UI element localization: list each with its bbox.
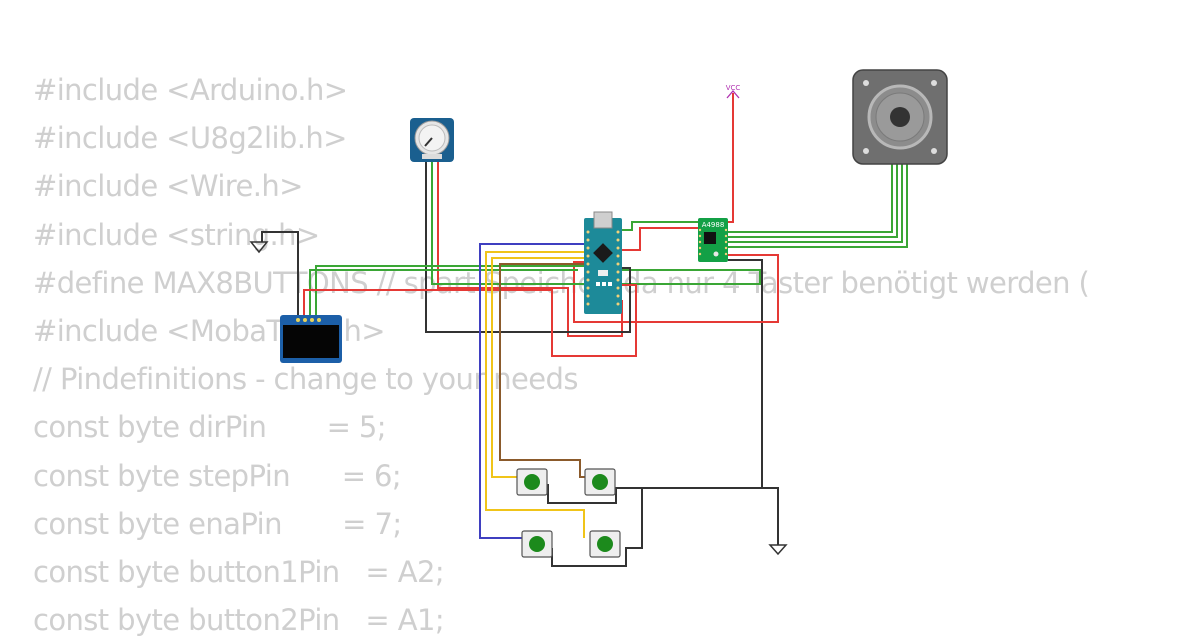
code-line: #include <Arduino.h> xyxy=(33,73,348,107)
vcc-label: VCC xyxy=(726,84,741,92)
ground-symbol xyxy=(768,544,788,556)
code-line: const byte stepPin = 6; xyxy=(33,458,402,493)
potentiometer[interactable] xyxy=(410,118,454,162)
code-line: #include <U8g2lib.h> xyxy=(33,121,347,156)
code-line: #include <string.h> xyxy=(33,217,320,252)
push-button[interactable] xyxy=(521,530,553,558)
motor-shaft xyxy=(890,107,910,127)
usb-connector xyxy=(593,211,613,229)
code-line: const byte dirPin = 5; xyxy=(33,410,387,445)
stepper-motor xyxy=(852,69,948,165)
push-button[interactable] xyxy=(584,468,616,496)
ground-symbol xyxy=(249,241,269,254)
code-line: #include <MobaTools.h> xyxy=(33,314,386,349)
push-button[interactable] xyxy=(589,530,621,558)
pot-knob-indicator xyxy=(424,137,433,147)
circuit-diagram: VCC xyxy=(249,69,948,567)
code-line: #define MAX8BUTTONS // spart Speicher, d… xyxy=(33,265,1090,300)
code-line: const byte button1Pin = A2; xyxy=(33,555,445,590)
vcc-symbol: VCC xyxy=(726,84,741,99)
push-button[interactable] xyxy=(516,468,548,496)
driver-label: A4988 xyxy=(702,221,725,229)
arduino-nano xyxy=(584,211,622,314)
wires xyxy=(261,93,908,567)
code-line: #include <Wire.h> xyxy=(33,169,303,204)
code-line: // Pindefinitions - change to your needs xyxy=(33,362,578,397)
oled-display xyxy=(280,315,342,363)
a4988-driver: A4988 xyxy=(698,218,728,262)
code-line: const byte enaPin = 7; xyxy=(33,506,402,541)
